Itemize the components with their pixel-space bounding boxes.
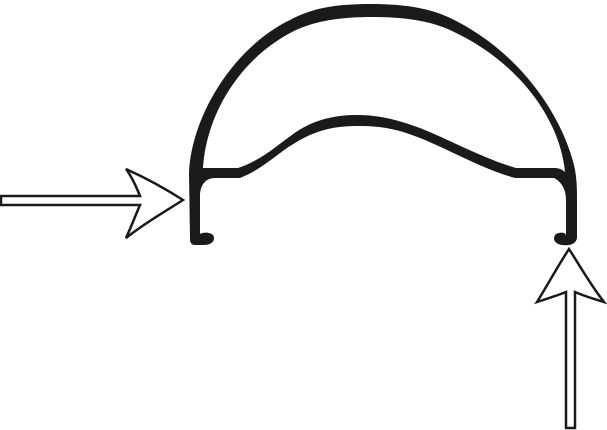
side-pressure-arrow [0, 167, 186, 239]
rim-profile [189, 4, 577, 246]
arrow-right-shape [0, 167, 186, 239]
bottom-pressure-arrow [534, 246, 607, 430]
arrow-up-shape [534, 246, 607, 430]
